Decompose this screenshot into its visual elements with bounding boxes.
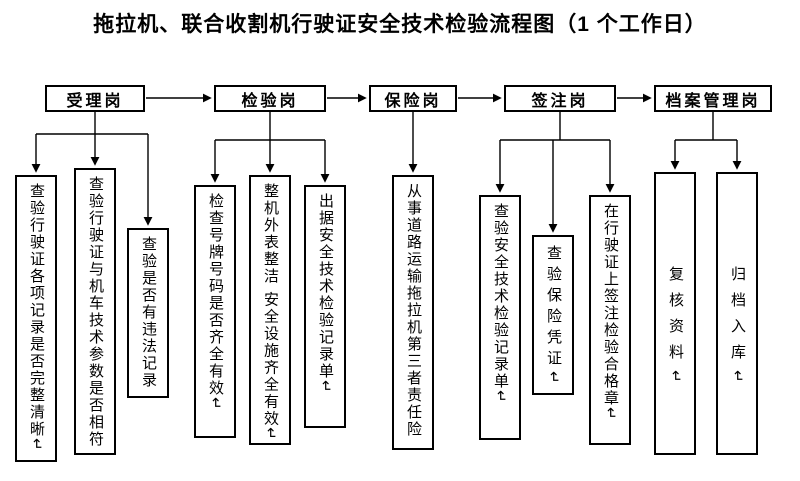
task-box-verify-insurance-certificate: 查验保险凭证↵: [532, 235, 574, 395]
task-box-review-materials: 复核资料↵: [654, 172, 696, 455]
stage-box-acceptance: 受理岗: [45, 85, 145, 112]
stage-box-insurance: 保险岗: [369, 85, 457, 112]
task-box-stamp-license: 在行驶证上签注检验合格章↵: [589, 195, 631, 445]
task-box-check-violations: 查验是否有违法记录↵: [127, 228, 169, 398]
task-box-issue-inspection-sheet: 出据安全技术检验记录单↵: [304, 185, 346, 428]
task-box-check-plate-number: 检查号牌号码是否齐全有效↵: [194, 185, 236, 438]
stage-box-archive: 档案管理岗: [654, 85, 772, 112]
task-box-check-license-parameters: 查验行驶证与机车技术参数是否相符↵: [74, 168, 116, 455]
task-box-check-license-records: 查验行驶证各项记录是否完整清晰↵: [15, 175, 57, 462]
task-box-check-exterior-safety: 整机外表整洁 安全设施齐全有效↵: [249, 175, 291, 445]
task-box-file-into-archive: 归档入库↵: [716, 172, 758, 455]
stage-box-endorsement: 签注岗: [504, 85, 616, 112]
stage-box-inspection: 检验岗: [214, 85, 326, 112]
task-box-third-party-insurance: 从事道路运输拖拉机第三者责任险↵: [392, 175, 434, 450]
task-box-verify-inspection-sheet: 查验安全技术检验记录单↵: [479, 195, 521, 440]
page-title: 拖拉机、联合收割机行驶证安全技术检验流程图（1 个工作日）: [93, 13, 707, 36]
